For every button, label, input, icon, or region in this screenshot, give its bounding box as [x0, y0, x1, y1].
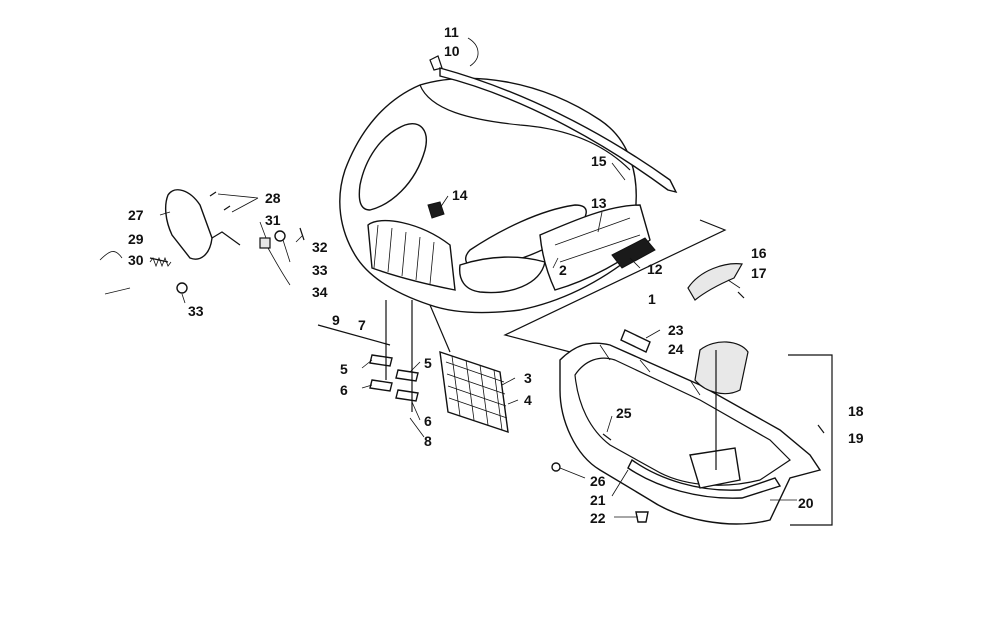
- callout-10: 10: [444, 43, 460, 59]
- callout-22: 22: [590, 510, 606, 526]
- callout-19: 19: [848, 430, 864, 446]
- tub-ribs: [599, 344, 701, 396]
- leader-29: [99, 251, 123, 261]
- callout-27: 27: [128, 207, 144, 223]
- grille-slots: [373, 224, 435, 285]
- bolt-32: [299, 227, 305, 241]
- callout-26: 26: [590, 473, 606, 489]
- callout-5-left: 5: [340, 361, 348, 377]
- callout-21: 21: [590, 492, 606, 508]
- callout-33-upper: 33: [312, 262, 328, 278]
- callout-29: 29: [128, 231, 144, 247]
- callout-16: 16: [751, 245, 767, 261]
- storage-tub: [559, 342, 822, 525]
- callout-4: 4: [524, 392, 532, 408]
- badge-screw: [737, 291, 745, 299]
- hood-trim-strip: [439, 67, 678, 194]
- mesh-leader: [429, 304, 451, 353]
- hood-decal: [611, 237, 656, 269]
- callout-34: 34: [312, 284, 328, 300]
- bracket-leaders: [385, 300, 413, 412]
- callout-2: 2: [559, 262, 567, 278]
- callout-18: 18: [848, 403, 864, 419]
- headlight-bracket: [211, 231, 241, 246]
- callout-32: 32: [312, 239, 328, 255]
- fastener-22: [635, 511, 649, 523]
- latch-cylinder: [620, 329, 651, 353]
- callout-20: 20: [798, 495, 814, 511]
- washer-33-upper: [274, 230, 286, 242]
- callout-5-right: 5: [424, 355, 432, 371]
- hood-left-vent: [358, 123, 427, 211]
- screw-18: [817, 424, 825, 434]
- bracket-5-right: [395, 369, 419, 382]
- side-panel-lines: [554, 217, 641, 263]
- adjust-spring: [149, 256, 172, 268]
- callout-9: 9: [332, 312, 340, 328]
- callout-labels: 11 10 15 14 13 2 12 1 16 17 28 27 31 29 …: [128, 24, 864, 526]
- tub-body: [559, 342, 822, 525]
- washer-33-lower: [176, 282, 188, 294]
- callout-1: 1: [648, 291, 656, 307]
- support-rod: [317, 324, 391, 346]
- bracket-6-left: [369, 379, 393, 392]
- callout-15: 15: [591, 153, 607, 169]
- callout-28: 28: [265, 190, 281, 206]
- hood-assembly: [339, 77, 656, 314]
- callout-23: 23: [668, 322, 684, 338]
- latch-cover: [694, 341, 749, 395]
- callout-11: 11: [444, 24, 459, 40]
- bracket-5-left: [369, 354, 393, 367]
- hood-crease: [419, 84, 631, 171]
- fastener-26: [551, 462, 561, 472]
- callout-leaders: [159, 37, 797, 518]
- nut-31: [259, 237, 271, 249]
- callout-7: 7: [358, 317, 366, 333]
- screws-28: [209, 191, 231, 211]
- callout-30: 30: [128, 252, 144, 268]
- side-badge: [687, 263, 743, 301]
- callout-14: 14: [452, 187, 468, 203]
- callout-24: 24: [668, 341, 684, 357]
- hood-light-opening: [458, 256, 546, 294]
- callout-6-right: 6: [424, 413, 432, 429]
- callout-33-lower: 33: [188, 303, 204, 319]
- hood-emblem: [427, 201, 445, 219]
- callout-8: 8: [424, 433, 432, 449]
- hood-group-outline: [503, 219, 727, 366]
- callout-25: 25: [616, 405, 632, 421]
- bracket-6-right: [395, 389, 419, 402]
- tub-pocket: [689, 447, 741, 489]
- tub-seal: [627, 458, 782, 499]
- callout-13: 13: [591, 195, 607, 211]
- tub-group-bracket: [788, 354, 833, 526]
- trim-clip: [429, 55, 443, 71]
- headlight-lens: [164, 189, 213, 260]
- callout-12: 12: [647, 261, 663, 277]
- callout-31: 31: [265, 212, 281, 228]
- adjust-screw: [104, 287, 131, 295]
- callout-6-left: 6: [340, 382, 348, 398]
- grille-mesh: [439, 350, 509, 434]
- callout-17: 17: [751, 265, 767, 281]
- callout-3: 3: [524, 370, 532, 386]
- fastener-25: [602, 433, 612, 441]
- hood-grille-surround: [367, 219, 456, 291]
